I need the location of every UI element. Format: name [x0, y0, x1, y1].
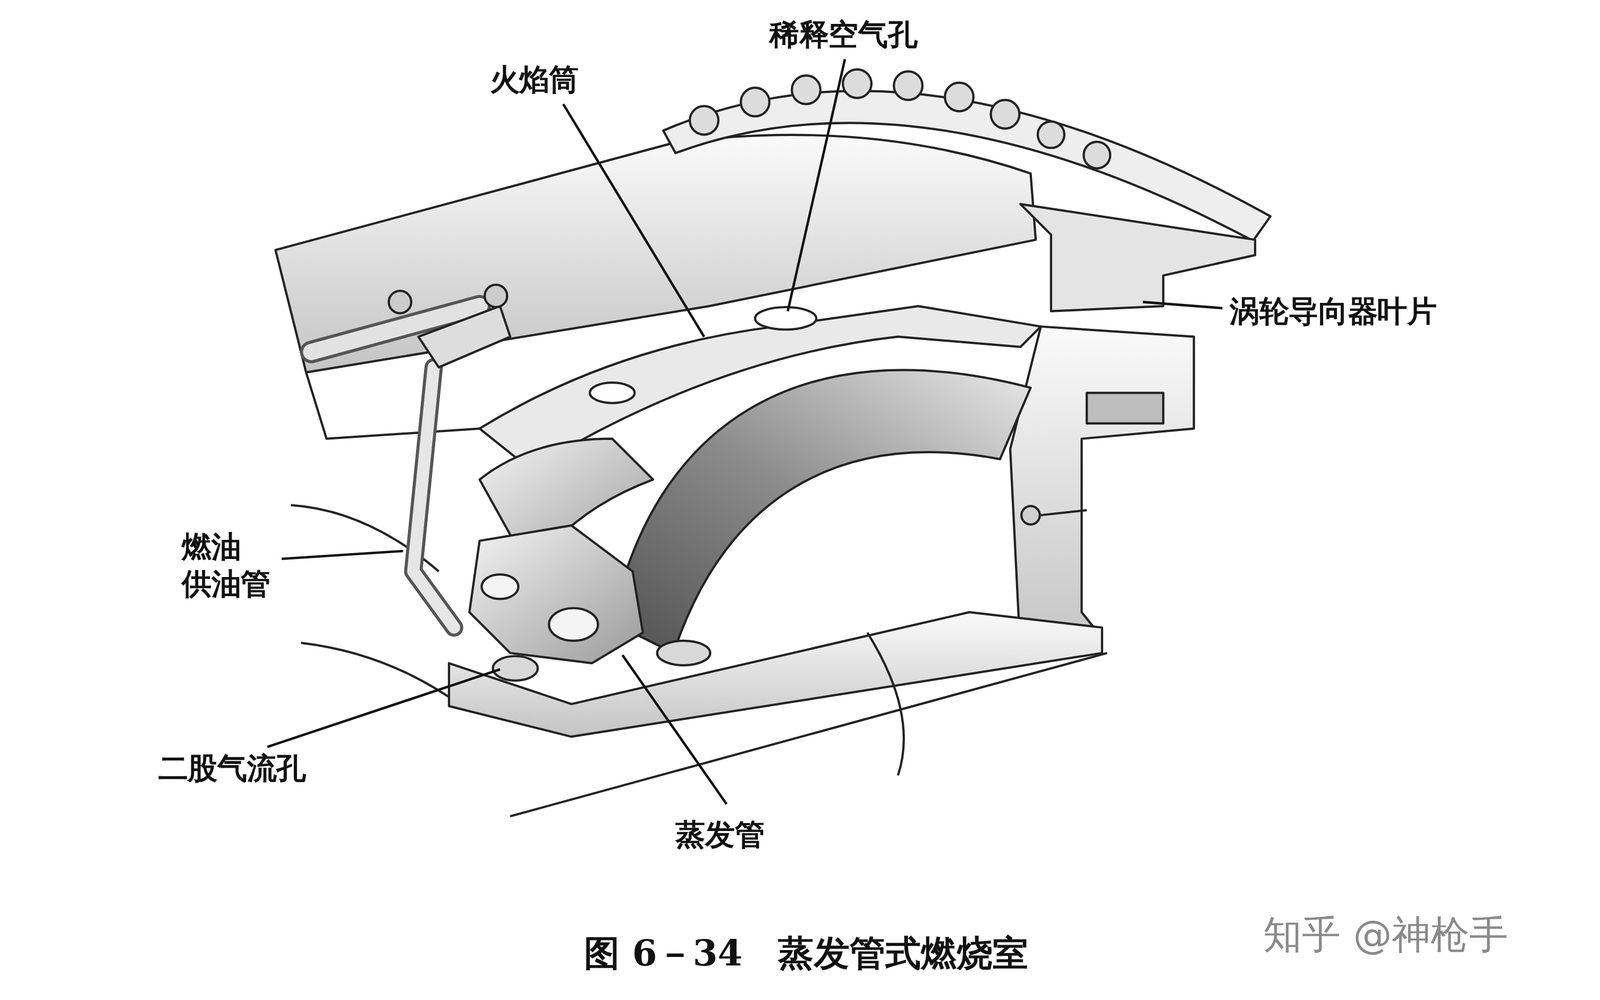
- watermark: 知乎 @神枪手: [1260, 911, 1511, 960]
- figure-caption: 图 6－34 蒸发管式燃烧室: [581, 930, 1030, 976]
- part-label: 二股气流孔: [156, 749, 309, 787]
- part-label: 燃油 供油管: [179, 528, 282, 603]
- part-label: 火焰筒: [487, 61, 581, 99]
- part-label: 涡轮导向器叶片: [1227, 292, 1439, 330]
- leader-lines: [267, 58, 1223, 804]
- part-label: 稀释空气孔: [767, 16, 920, 54]
- part-label: 蒸发管: [673, 816, 767, 854]
